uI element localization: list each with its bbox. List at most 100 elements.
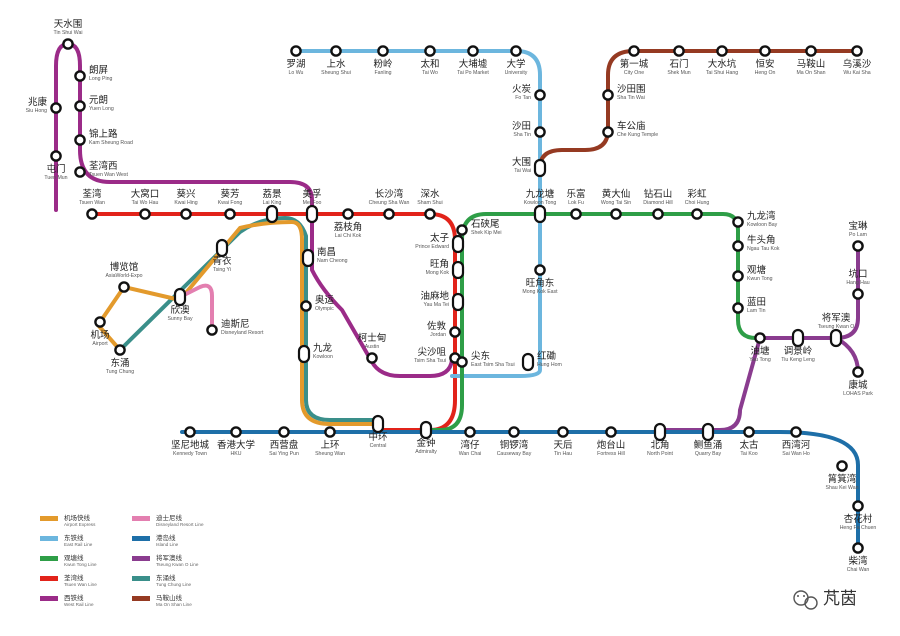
station-name-zh: 机场 bbox=[90, 329, 109, 341]
legend-label-en: Airport Express bbox=[64, 522, 96, 527]
station-marker bbox=[330, 45, 342, 57]
station-name-zh: 彩虹 bbox=[687, 189, 707, 200]
station-name-zh: 天后 bbox=[553, 440, 573, 451]
station-name-en: Tseung Kwan O bbox=[818, 324, 855, 330]
station-name-en: Sha Tin bbox=[513, 132, 531, 138]
station-name-en: Tai Po Market bbox=[457, 70, 489, 76]
station-name-zh: 柯士甸 bbox=[358, 332, 387, 344]
station-name-en: Tin Hau bbox=[554, 451, 572, 457]
station-name-zh: 湾仔 bbox=[460, 439, 480, 451]
station-name-en: Diamond Hill bbox=[643, 200, 672, 206]
interchange-marker bbox=[829, 328, 843, 348]
station-name-zh: 第一城 bbox=[620, 58, 649, 70]
island-line bbox=[180, 430, 860, 550]
station-name-en: Sham Shui bbox=[417, 200, 442, 206]
